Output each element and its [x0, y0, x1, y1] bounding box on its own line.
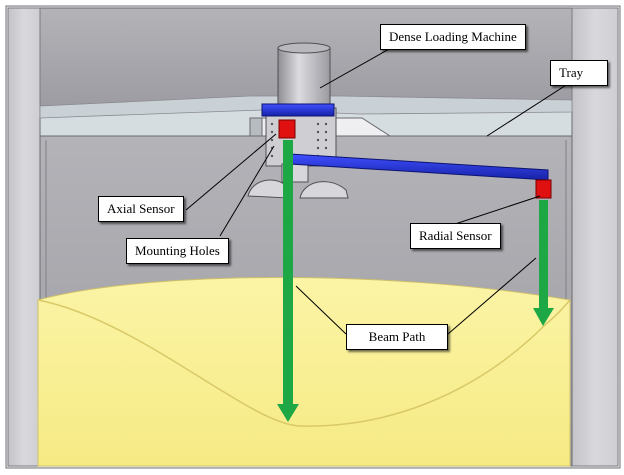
label-mounting-holes: Mounting Holes — [126, 238, 229, 264]
label-beam-path: Beam Path — [346, 324, 448, 350]
arrow-down-icon — [533, 308, 554, 326]
axial-sensor-block — [278, 119, 296, 139]
axial-beam — [277, 140, 299, 422]
catalyst-bed — [37, 277, 571, 467]
label-tray: Tray — [550, 60, 608, 86]
vessel-left-wall — [7, 7, 41, 467]
radial-beam — [533, 200, 554, 326]
label-axial-sensor: Axial Sensor — [98, 196, 184, 222]
tray-cutout — [249, 117, 263, 137]
leader-lines — [185, 43, 575, 335]
radial-sensor-block — [535, 179, 552, 199]
machine-cylinder — [277, 47, 331, 111]
catalyst-bed-surface — [37, 299, 571, 427]
label-dense-loading-machine: Dense Loading Machine — [380, 24, 526, 50]
top-bracket — [261, 103, 335, 117]
arrow-down-icon — [277, 404, 299, 422]
machine-cylinder-top — [277, 42, 331, 54]
mounting-holes-pattern — [270, 122, 328, 158]
label-radial-sensor: Radial Sensor — [410, 223, 501, 249]
